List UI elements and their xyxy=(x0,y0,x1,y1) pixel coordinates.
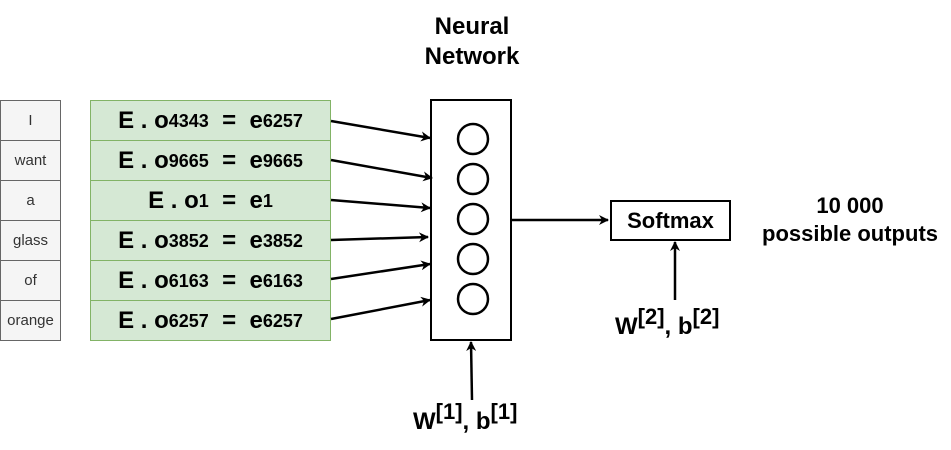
emb-rhs: e xyxy=(249,306,263,334)
word-cell: a xyxy=(0,180,61,221)
emb-rhs: e xyxy=(249,106,263,134)
param-w: W xyxy=(413,408,436,435)
emb-rhs: e xyxy=(249,266,263,294)
emb-rhs: e xyxy=(249,146,263,174)
param-w-sup: [2] xyxy=(637,304,665,329)
neuron xyxy=(456,122,490,156)
input-arrow xyxy=(330,232,429,243)
input-arrow xyxy=(330,296,431,321)
input-arrow xyxy=(330,119,431,142)
layer2-params: W[2], b[2] xyxy=(615,306,719,341)
neural-network-title: Neural Network xyxy=(400,12,544,72)
input-arrow xyxy=(330,260,431,281)
title-line-1: Neural xyxy=(434,13,510,40)
param-b: , b xyxy=(462,408,491,435)
emb-equals: = xyxy=(208,226,250,254)
word-cell: glass xyxy=(0,220,61,261)
emb-equals: = xyxy=(208,186,250,214)
emb-equals: = xyxy=(208,146,250,174)
layer1-params: W[1], b[1] xyxy=(413,401,517,436)
emb-equals: = xyxy=(208,106,250,134)
emb-rhs: e xyxy=(249,186,263,214)
neuron xyxy=(456,202,490,236)
param1-arrow xyxy=(466,341,477,401)
emb-lhs: E . o xyxy=(118,306,169,334)
param-b-sup: [1] xyxy=(490,399,518,424)
word-cell: of xyxy=(0,260,61,301)
emb-rhs: e xyxy=(249,226,263,254)
param-b-sup: [2] xyxy=(692,304,720,329)
outputs-line-1: 10 000 xyxy=(816,193,884,218)
word-cell: orange xyxy=(0,300,61,341)
param-b: , b xyxy=(664,313,693,340)
softmax-box: Softmax xyxy=(610,200,731,241)
title-line-2: Network xyxy=(424,43,520,70)
outputs-line-2: possible outputs xyxy=(762,221,938,246)
outputs-label: 10 000 possible outputs xyxy=(752,192,948,248)
emb-lhs: E . o xyxy=(148,186,199,214)
emb-equals: = xyxy=(208,266,250,294)
neuron xyxy=(456,282,490,316)
param-w: W xyxy=(615,313,638,340)
param-w-sup: [1] xyxy=(435,399,463,424)
neuron xyxy=(456,242,490,276)
neuron xyxy=(456,162,490,196)
emb-lhs: E . o xyxy=(118,266,169,294)
emb-lhs: E . o xyxy=(118,226,169,254)
softmax-label: Softmax xyxy=(627,207,714,233)
emb-lhs: E . o xyxy=(118,146,169,174)
input-arrow xyxy=(330,158,433,182)
emb-equals: = xyxy=(208,306,250,334)
emb-lhs: E . o xyxy=(118,106,169,134)
input-arrow xyxy=(330,198,431,213)
word-cell: want xyxy=(0,140,61,181)
